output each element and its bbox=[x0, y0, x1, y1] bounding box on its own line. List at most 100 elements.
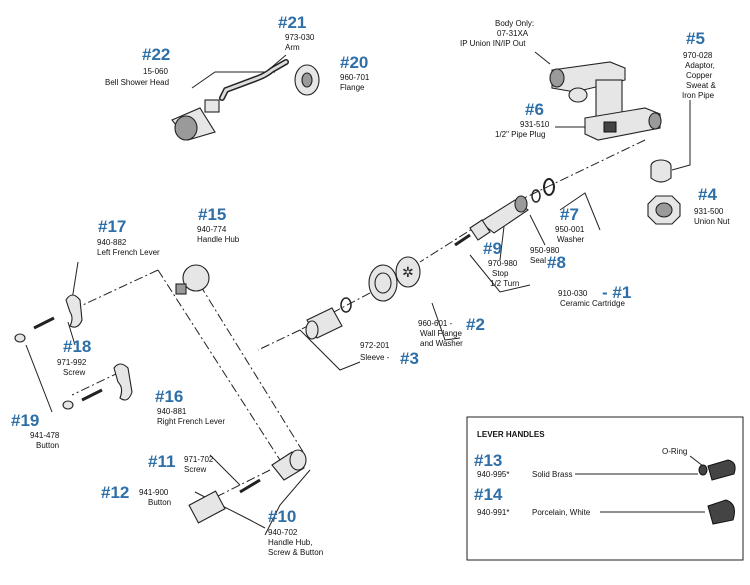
callout-18: #18 971-992 Screw bbox=[57, 337, 91, 377]
svg-text:Seal: Seal bbox=[530, 256, 546, 265]
svg-text:Button: Button bbox=[36, 441, 59, 450]
svg-text:973-030: 973-030 bbox=[285, 33, 315, 42]
svg-text:Ceramic Cartridge: Ceramic Cartridge bbox=[560, 299, 625, 308]
shower-head-drawing bbox=[171, 99, 220, 141]
svg-text:#2: #2 bbox=[466, 315, 485, 334]
svg-text:Sleeve -: Sleeve - bbox=[360, 353, 390, 362]
callout-15: #15 940-774 Handle Hub bbox=[197, 205, 240, 244]
seal-drawing bbox=[531, 189, 541, 203]
callout-19: #19 941-478 Button bbox=[11, 411, 60, 450]
svg-text:Handle Hub,: Handle Hub, bbox=[268, 538, 312, 547]
wall-flange-drawing: ✲ bbox=[368, 256, 421, 302]
callout-6: #6 931-510 1/2" Pipe Plug bbox=[495, 100, 550, 139]
svg-text:#3: #3 bbox=[400, 349, 419, 368]
svg-text:960-701: 960-701 bbox=[340, 73, 370, 82]
callout-1: 910-030 - #1 Ceramic Cartridge bbox=[558, 283, 631, 308]
svg-text:970-980: 970-980 bbox=[488, 259, 518, 268]
svg-text:and Washer: and Washer bbox=[420, 339, 463, 348]
svg-text:Adaptor,: Adaptor, bbox=[685, 61, 715, 70]
right-french-lever-drawing bbox=[113, 363, 133, 401]
svg-text:#15: #15 bbox=[198, 205, 226, 224]
svg-text:#17: #17 bbox=[98, 217, 126, 236]
callout-17: #17 940-882 Left French Lever bbox=[97, 217, 160, 257]
svg-text:#11: #11 bbox=[148, 452, 175, 471]
lever-13-num: #13 bbox=[474, 451, 502, 470]
svg-text:Bell Shower Head: Bell Shower Head bbox=[105, 78, 169, 87]
svg-text:940-702: 940-702 bbox=[268, 528, 298, 537]
svg-text:Right French Lever: Right French Lever bbox=[157, 417, 225, 426]
svg-text:Iron Pipe: Iron Pipe bbox=[682, 91, 715, 100]
svg-text:970-028: 970-028 bbox=[683, 51, 713, 60]
svg-text:Sweat &: Sweat & bbox=[686, 81, 716, 90]
brass-lever-drawing bbox=[698, 459, 736, 481]
svg-text:940-881: 940-881 bbox=[157, 407, 187, 416]
svg-text:#16: #16 bbox=[155, 387, 183, 406]
callout-5: #5 970-028 Adaptor, Copper Sweat & Iron … bbox=[682, 29, 716, 100]
svg-text:Handle Hub: Handle Hub bbox=[197, 235, 240, 244]
callout-21: #21 973-030 Arm bbox=[278, 13, 315, 52]
svg-text:#7: #7 bbox=[560, 205, 579, 224]
oring-label: O-Ring bbox=[662, 447, 687, 456]
svg-text:940-882: 940-882 bbox=[97, 238, 127, 247]
porcelain-lever-drawing bbox=[707, 499, 735, 525]
button-plate-drawing bbox=[188, 490, 226, 524]
svg-text:Button: Button bbox=[148, 498, 171, 507]
lever-handles-box: LEVER HANDLES O-Ring #13 940-995* Solid … bbox=[466, 416, 744, 561]
pipe-plug-drawing bbox=[603, 121, 617, 133]
svg-text:972-201: 972-201 bbox=[360, 341, 390, 350]
svg-text:IP Union IN/IP Out: IP Union IN/IP Out bbox=[460, 39, 526, 48]
lever-box-title: LEVER HANDLES bbox=[477, 430, 545, 439]
svg-text:Body Only:: Body Only: bbox=[495, 19, 534, 28]
svg-text:Left French Lever: Left French Lever bbox=[97, 248, 160, 257]
flange-drawing bbox=[294, 64, 320, 96]
svg-text:Wall Flange: Wall Flange bbox=[420, 329, 462, 338]
callout-12: #12 941-900 Button bbox=[101, 483, 171, 507]
handle-hub-15-drawing bbox=[175, 264, 210, 295]
svg-text:Flange: Flange bbox=[340, 83, 365, 92]
svg-text:941-900: 941-900 bbox=[139, 488, 169, 497]
callout-8: 950-980 Seal #8 bbox=[530, 246, 566, 272]
svg-text:Arm: Arm bbox=[285, 43, 300, 52]
svg-text:971-702: 971-702 bbox=[184, 455, 214, 464]
lever-13-code: 940-995* bbox=[477, 470, 509, 479]
svg-text:07-31XA: 07-31XA bbox=[497, 29, 529, 38]
callout-20: #20 960-701 Flange bbox=[340, 53, 370, 92]
svg-text:- #1: - #1 bbox=[602, 283, 631, 302]
ceramic-cartridge-drawing bbox=[454, 195, 529, 247]
body-label: Body Only: 07-31XA IP Union IN/IP Out bbox=[460, 19, 534, 48]
svg-text:✲: ✲ bbox=[402, 264, 414, 280]
svg-text:941-478: 941-478 bbox=[30, 431, 60, 440]
lever-13-name: Solid Brass bbox=[532, 470, 572, 479]
svg-text:931-500: 931-500 bbox=[694, 207, 724, 216]
callout-7: #7 950-001 Washer bbox=[555, 205, 585, 244]
svg-text:15-060: 15-060 bbox=[143, 67, 168, 76]
screws-drawing bbox=[33, 316, 261, 494]
svg-text:Stop: Stop bbox=[492, 269, 509, 278]
svg-text:Union Nut: Union Nut bbox=[694, 217, 730, 226]
svg-text:#8: #8 bbox=[547, 253, 566, 272]
svg-text:#4: #4 bbox=[698, 185, 717, 204]
callout-3: 972-201 Sleeve - #3 bbox=[360, 341, 419, 368]
svg-text:#18: #18 bbox=[63, 337, 91, 356]
svg-text:#20: #20 bbox=[340, 53, 368, 72]
callout-22: #22 15-060 Bell Shower Head bbox=[105, 45, 170, 87]
callout-10: #10 940-702 Handle Hub, Screw & Button bbox=[268, 507, 323, 557]
lever-14-code: 940-991* bbox=[477, 508, 509, 517]
svg-text:Washer: Washer bbox=[557, 235, 585, 244]
lever-14-num: #14 bbox=[474, 485, 503, 504]
svg-text:#21: #21 bbox=[278, 13, 306, 32]
svg-text:#9: #9 bbox=[483, 239, 502, 258]
buttons-drawing bbox=[14, 333, 74, 410]
svg-text:931-510: 931-510 bbox=[520, 120, 550, 129]
callout-4: #4 931-500 Union Nut bbox=[694, 185, 730, 226]
svg-text:#6: #6 bbox=[525, 100, 544, 119]
callout-11: #11 971-702 Screw bbox=[148, 452, 214, 474]
svg-text:910-030: 910-030 bbox=[558, 289, 588, 298]
svg-text:971-992: 971-992 bbox=[57, 358, 87, 367]
svg-text:Copper: Copper bbox=[686, 71, 713, 80]
callout-2: 960-601 - #2 Wall Flange and Washer bbox=[418, 315, 485, 348]
svg-text:950-001: 950-001 bbox=[555, 225, 585, 234]
svg-text:940-774: 940-774 bbox=[197, 225, 227, 234]
union-nut-drawing bbox=[647, 195, 681, 225]
